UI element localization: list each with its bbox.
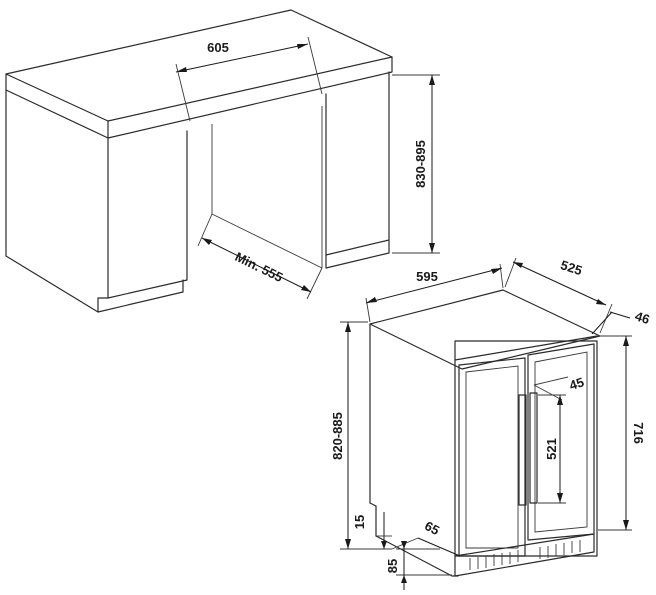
dim-door-height: 716 bbox=[598, 335, 646, 531]
dim-appliance-height: 820-885 bbox=[330, 321, 392, 550]
dim-door-angle: 45 bbox=[533, 374, 586, 401]
dim-label-15: 15 bbox=[352, 515, 367, 529]
left-handle bbox=[518, 394, 527, 506]
dim-foot-height: 85 bbox=[385, 541, 452, 590]
dim-label-820-885: 820-885 bbox=[330, 412, 345, 460]
dim-door-thickness: 46 bbox=[591, 308, 652, 335]
dim-label-830-895: 830-895 bbox=[413, 140, 428, 188]
dim-label-46: 46 bbox=[633, 308, 651, 327]
dim-cabinet-height: 830-895 bbox=[392, 74, 440, 254]
appliance-top bbox=[369, 289, 601, 370]
dim-label-716: 716 bbox=[631, 422, 646, 444]
left-door bbox=[458, 357, 526, 557]
dim-appliance-depth: 525 bbox=[504, 257, 613, 334]
countertop-front bbox=[5, 56, 393, 139]
dim-label-605: 605 bbox=[207, 40, 229, 55]
appliance-drawing bbox=[369, 289, 601, 577]
dim-base-clearance: 15 bbox=[352, 512, 392, 549]
dim-label-595: 595 bbox=[416, 269, 438, 284]
dim-label-525: 525 bbox=[559, 257, 584, 278]
cabinet-drawing bbox=[5, 9, 393, 313]
appliance-front bbox=[454, 340, 598, 557]
dim-label-65: 65 bbox=[422, 518, 442, 538]
right-handle bbox=[529, 392, 538, 504]
left-cabinet bbox=[5, 89, 184, 313]
dim-label-min-555: Min. 555 bbox=[233, 249, 286, 285]
dim-cabinet-depth: Min. 555 bbox=[197, 213, 323, 300]
dim-appliance-width: 595 bbox=[365, 263, 504, 323]
dim-label-521: 521 bbox=[544, 438, 559, 460]
dim-label-85: 85 bbox=[385, 559, 400, 573]
dim-cabinet-width: 605 bbox=[175, 36, 323, 122]
countertop-top bbox=[5, 9, 393, 122]
right-door bbox=[527, 343, 595, 541]
dim-label-45: 45 bbox=[567, 374, 585, 393]
dim-handle-length: 521 bbox=[538, 394, 566, 504]
base-grille bbox=[454, 533, 595, 577]
